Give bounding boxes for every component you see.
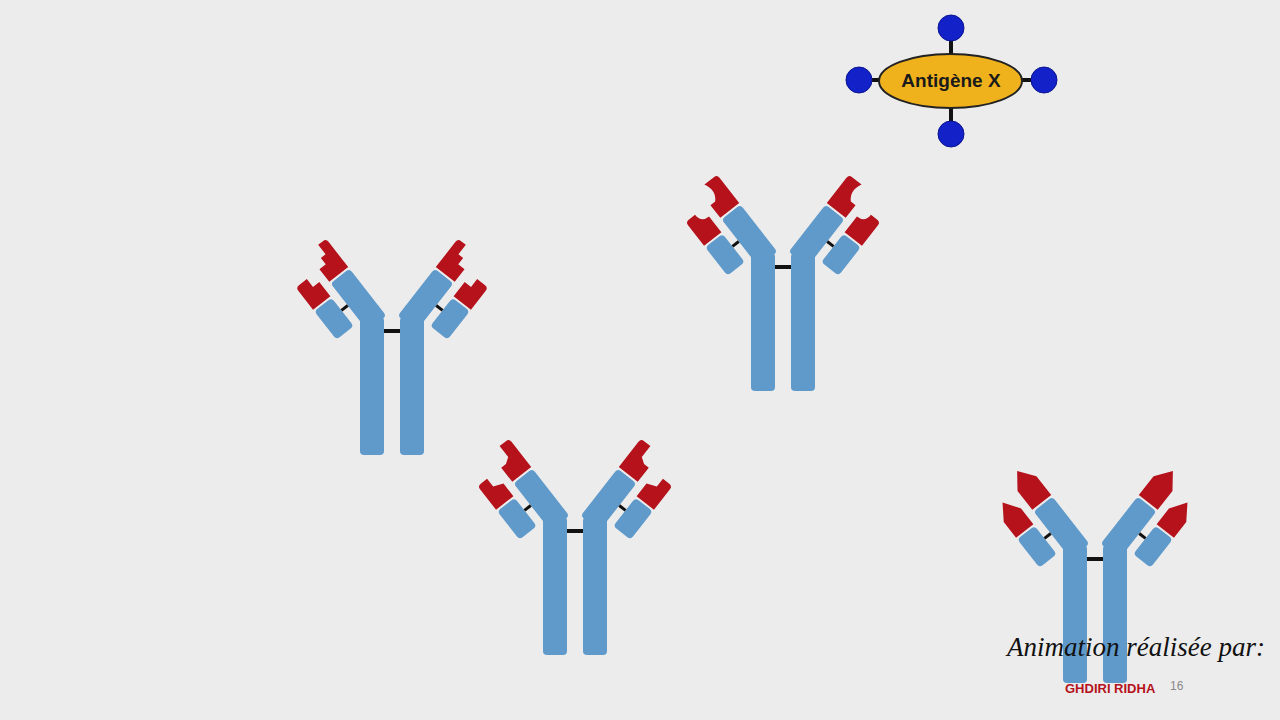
- page-number: 16: [1170, 679, 1183, 693]
- antigen-ellipse: Antigène X: [878, 53, 1023, 109]
- antigen-label: Antigène X: [901, 70, 1000, 92]
- antigen-determinants: [846, 15, 1057, 147]
- author-name: GHDIRI RIDHA: [1065, 681, 1155, 696]
- signature-text: Animation réalisée par:: [1007, 632, 1265, 663]
